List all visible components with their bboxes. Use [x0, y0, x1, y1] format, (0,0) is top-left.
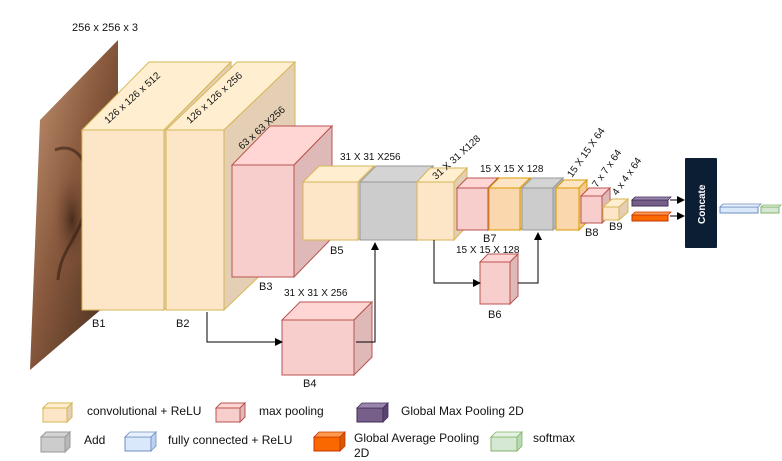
legend-fc-side	[150, 431, 157, 452]
b6-side	[509, 252, 519, 306]
legend-conv-swatch	[42, 407, 68, 423]
b5-label: B5	[330, 245, 343, 257]
b8-front	[580, 195, 603, 224]
legend-fc-label: fully connected + ReLU	[168, 433, 292, 447]
legend-add-label: Add	[84, 433, 105, 447]
softmax-front	[760, 206, 780, 214]
b1-front	[81, 129, 165, 311]
legend: convolutional + ReLU max pooling Global …	[39, 401, 575, 460]
concat-box	[685, 158, 717, 248]
block-b4	[280, 300, 374, 377]
legend-item-conv: convolutional + ReLU	[41, 401, 201, 424]
gap-bar	[631, 211, 672, 222]
conv15-front	[488, 187, 521, 231]
b5-front	[302, 181, 359, 241]
b5-dims: 31 X 31 X256	[340, 152, 401, 163]
legend-item-gmp: Global Max Pooling 2D	[356, 402, 524, 423]
legend-item-fc: fully connected + ReLU	[124, 431, 292, 452]
arrow-b2-to-b4	[206, 312, 283, 346]
legend-gmp-label: Global Max Pooling 2D	[401, 404, 524, 418]
gap-top	[631, 211, 672, 216]
arrow-b4-to-add1	[356, 242, 379, 343]
add1-front	[359, 181, 418, 241]
b6-front	[479, 261, 511, 305]
gmp-bar	[631, 196, 672, 207]
gmp-front	[631, 199, 669, 207]
legend-maxpool-side	[239, 401, 246, 424]
connectors	[206, 196, 685, 346]
legend-softmax-side	[516, 431, 523, 452]
legend-softmax-swatch	[490, 436, 518, 452]
legend-gap-label-2: 2D	[354, 446, 370, 460]
b6-label: B6	[488, 309, 501, 321]
legend-fc-swatch	[124, 436, 152, 452]
b7-dims: 15 X 15 X 128	[480, 164, 544, 175]
concat-label: Concate	[697, 184, 708, 224]
block-b6	[478, 252, 520, 306]
block-b7	[455, 176, 500, 232]
legend-maxpool-label: max pooling	[259, 404, 324, 418]
b6-dims: 15 X 15 X 128	[456, 245, 520, 256]
b3-label: B3	[259, 281, 272, 293]
b7-label: B7	[483, 233, 496, 245]
conv128-front	[416, 181, 455, 241]
arrow-to-b6	[433, 240, 481, 287]
legend-item-gap: Global Average Pooling 2D	[313, 431, 479, 460]
b2-label: B2	[176, 318, 189, 330]
legend-add-side	[64, 430, 71, 454]
gap-front	[631, 214, 669, 222]
legend-gap-swatch	[313, 436, 341, 452]
arrow-b6-to-add2	[518, 232, 542, 284]
legend-gmp-side	[382, 402, 389, 423]
legend-maxpool-swatch	[215, 407, 241, 423]
b4-side	[353, 300, 373, 377]
fc-front	[719, 206, 759, 214]
input-size-label: 256 x 256 x 3	[72, 22, 138, 34]
block-b8	[579, 186, 612, 225]
b9-label: B9	[609, 221, 622, 233]
add2-front	[521, 187, 554, 231]
legend-gmp-swatch	[356, 407, 384, 423]
legend-gap-label-1: Global Average Pooling	[354, 431, 479, 445]
b4-dims: 31 X 31 X 256	[284, 288, 348, 299]
legend-gap-side	[339, 431, 346, 452]
fc-top	[719, 203, 762, 208]
b1-label: B1	[92, 318, 105, 330]
b2-front	[165, 129, 225, 311]
b8-conv-front	[555, 187, 580, 231]
legend-softmax-label: softmax	[533, 431, 575, 445]
legend-item-softmax: softmax	[490, 431, 575, 452]
b4-label: B4	[303, 378, 316, 390]
legend-conv-label: convolutional + ReLU	[87, 404, 201, 418]
b4-front	[281, 319, 355, 376]
fc-output	[719, 203, 762, 214]
add-block-1	[358, 164, 435, 242]
legend-item-maxpool: max pooling	[214, 401, 324, 424]
b9-side	[618, 197, 629, 222]
softmax-top	[760, 204, 782, 208]
legend-conv-side	[66, 401, 73, 424]
b9-front	[602, 206, 620, 221]
block-b9	[601, 197, 630, 222]
b7-front	[456, 187, 489, 231]
b8-label: B8	[585, 227, 598, 239]
softmax-output	[760, 204, 782, 214]
gmp-top	[631, 196, 672, 201]
legend-item-add: Add	[39, 430, 105, 454]
b3-front	[231, 164, 295, 278]
legend-add-swatch	[40, 436, 66, 453]
